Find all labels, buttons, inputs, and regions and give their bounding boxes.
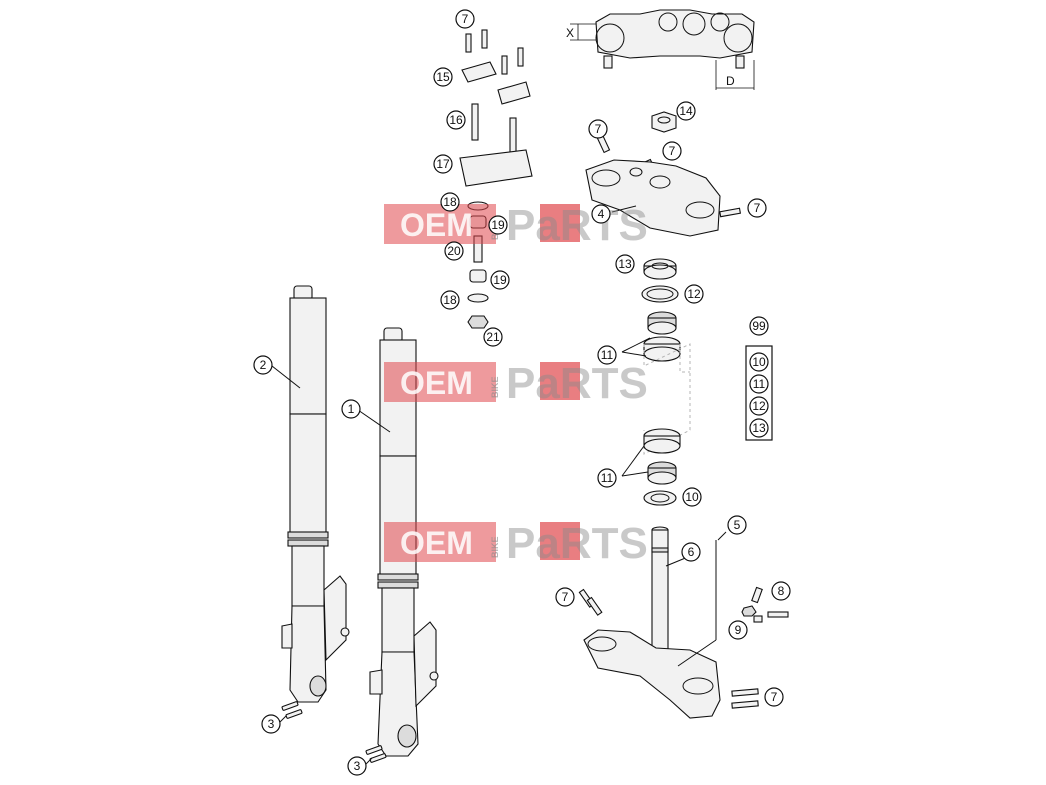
- callout-7-clamp-right: 7: [747, 198, 767, 218]
- kit-item-11: 11: [749, 374, 769, 394]
- svg-text:2: 2: [260, 358, 267, 372]
- callout-7-top: 7: [455, 9, 475, 29]
- top-clamp-dimension-view: X D: [566, 9, 755, 90]
- callout-99-kit: 99: [749, 316, 769, 336]
- watermark-oem-3: OEM: [400, 525, 473, 561]
- callout-11-upper: 11: [597, 345, 617, 365]
- svg-text:9: 9: [735, 623, 742, 637]
- svg-text:12: 12: [752, 399, 766, 413]
- callout-20: 20: [444, 241, 464, 261]
- callout-10: 10: [682, 487, 702, 507]
- watermark-oem-1: OEM: [400, 207, 473, 243]
- svg-text:21: 21: [486, 330, 500, 344]
- watermark-parts-3: PaRTS: [506, 519, 648, 568]
- callout-8: 8: [771, 581, 791, 601]
- axle-clamp-bolts-left: [281, 701, 303, 719]
- callout-14: 14: [676, 101, 696, 121]
- svg-text:10: 10: [752, 355, 766, 369]
- svg-text:1: 1: [348, 402, 355, 416]
- callout-18-lower: 18: [440, 290, 460, 310]
- callout-3-right: 3: [347, 756, 367, 776]
- dimension-d-label: D: [726, 74, 735, 88]
- callout-18-upper: 18: [440, 192, 460, 212]
- svg-text:18: 18: [443, 293, 457, 307]
- svg-text:6: 6: [688, 545, 695, 559]
- watermark-parts-1: PaRTS: [506, 201, 648, 250]
- kit-item-12: 12: [749, 396, 769, 416]
- svg-text:11: 11: [753, 377, 766, 391]
- svg-text:11: 11: [601, 471, 614, 485]
- callout-19-lower: 19: [490, 270, 510, 290]
- callout-16: 16: [446, 110, 466, 130]
- callout-7-clamp-mid: 7: [662, 141, 682, 161]
- svg-text:17: 17: [436, 157, 450, 171]
- callout-4: 4: [591, 204, 611, 224]
- svg-text:7: 7: [562, 590, 569, 604]
- callout-21: 21: [483, 327, 503, 347]
- callout-1: 1: [341, 399, 361, 419]
- watermark-bike-3: BIKE: [490, 536, 500, 558]
- callout-6: 6: [681, 542, 701, 562]
- watermark-row-2: OEM BIKE PaRTS: [384, 359, 648, 408]
- svg-text:12: 12: [687, 287, 701, 301]
- lower-triple-clamp: [578, 526, 759, 719]
- callout-5: 5: [727, 515, 747, 535]
- callout-2: 2: [253, 355, 273, 375]
- svg-text:19: 19: [491, 218, 505, 232]
- callout-7-lower-left: 7: [555, 587, 575, 607]
- svg-text:7: 7: [771, 690, 778, 704]
- svg-text:15: 15: [436, 70, 450, 84]
- svg-text:14: 14: [679, 104, 693, 118]
- callout-17: 17: [433, 154, 453, 174]
- watermark-bike-2: BIKE: [490, 376, 500, 398]
- svg-text:3: 3: [268, 717, 275, 731]
- callout-9: 9: [728, 620, 748, 640]
- svg-text:7: 7: [754, 201, 761, 215]
- handlebar-clamp-stack: [459, 29, 533, 329]
- svg-text:13: 13: [752, 421, 766, 435]
- svg-text:7: 7: [462, 12, 469, 26]
- svg-text:4: 4: [598, 207, 605, 221]
- svg-text:16: 16: [449, 113, 463, 127]
- svg-text:13: 13: [618, 257, 632, 271]
- callout-13: 13: [615, 254, 635, 274]
- upper-triple-clamp: [585, 132, 742, 237]
- small-bolts-8-9: [741, 586, 789, 623]
- kit-item-13: 13: [749, 418, 769, 438]
- svg-text:5: 5: [734, 518, 741, 532]
- callout-7-lower-right: 7: [764, 687, 784, 707]
- watermark-row-3: OEM BIKE PaRTS: [384, 519, 648, 568]
- svg-text:3: 3: [354, 759, 361, 773]
- watermark-row-1: OEM BIKE PaRTS: [384, 201, 648, 250]
- kit-item-10: 10: [749, 352, 769, 372]
- svg-text:7: 7: [595, 122, 602, 136]
- axle-clamp-bolts-right: [365, 745, 387, 763]
- svg-text:11: 11: [601, 348, 614, 362]
- callout-19-upper: 19: [488, 215, 508, 235]
- callout-12: 12: [684, 284, 704, 304]
- callout-11-lower: 11: [597, 468, 617, 488]
- dimension-x-label: X: [566, 26, 574, 40]
- fork-leg-left: [281, 285, 350, 703]
- svg-text:10: 10: [685, 490, 699, 504]
- svg-text:18: 18: [443, 195, 457, 209]
- callout-3-left: 3: [261, 714, 281, 734]
- callout-15: 15: [433, 67, 453, 87]
- callout-7-clamp-left: 7: [588, 119, 608, 139]
- svg-text:20: 20: [447, 244, 461, 258]
- svg-text:7: 7: [669, 144, 676, 158]
- svg-text:8: 8: [778, 584, 785, 598]
- svg-text:19: 19: [493, 273, 507, 287]
- steering-bearing-stack: [641, 258, 691, 506]
- top-nut: [651, 111, 677, 133]
- watermark-parts-2: PaRTS: [506, 359, 648, 408]
- svg-text:99: 99: [752, 319, 766, 333]
- watermark-oem-2: OEM: [400, 365, 473, 401]
